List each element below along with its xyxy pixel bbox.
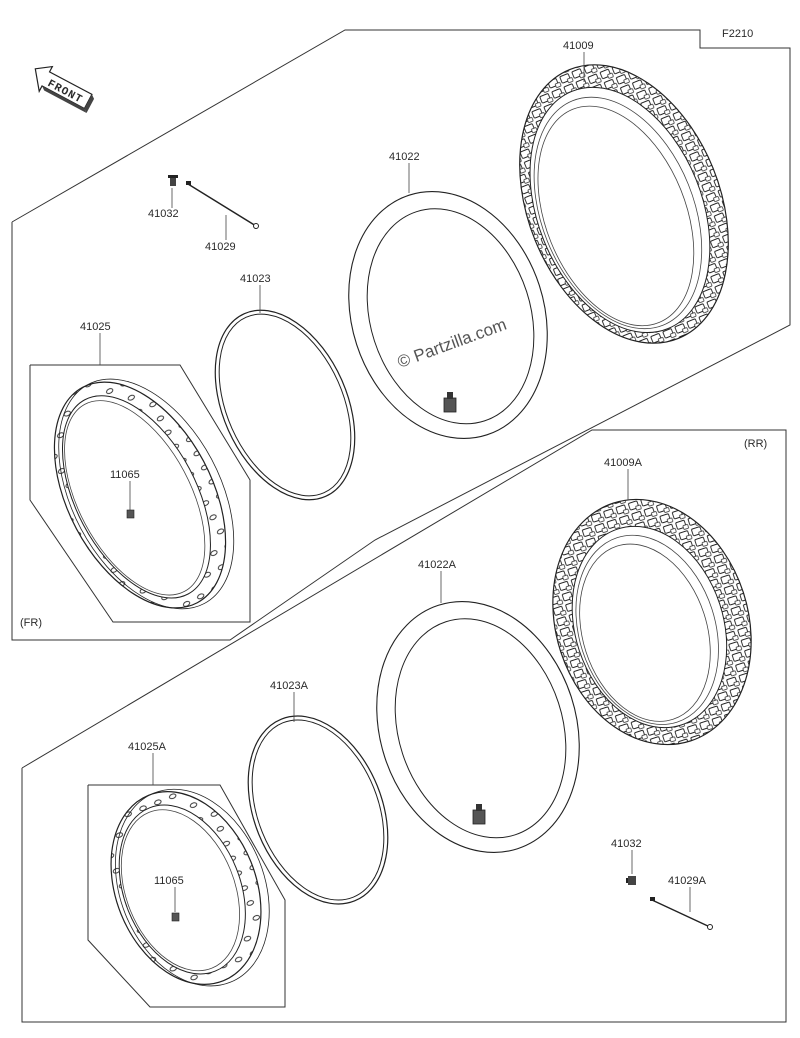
part-label-41022A[interactable]: 41022A <box>418 559 457 571</box>
rear-spoke-icon <box>650 897 713 930</box>
part-label-41032-front[interactable]: 41032 <box>148 208 179 220</box>
rear-panel-outline <box>21 429 787 1023</box>
part-label-41023A[interactable]: 41023A <box>270 680 309 692</box>
rear-nipple-icon <box>171 912 180 922</box>
part-label-11065-rear[interactable]: 11065 <box>154 875 184 887</box>
part-label-41029-front[interactable]: 41029 <box>205 241 236 253</box>
part-label-41022[interactable]: 41022 <box>389 151 420 163</box>
front-valve-icon <box>168 175 178 186</box>
front-tube-valve-icon <box>443 392 457 413</box>
rear-tube[interactable] <box>345 575 611 879</box>
rear-rim[interactable] <box>84 766 298 1011</box>
part-label-11065-front[interactable]: 11065 <box>110 469 140 481</box>
front-panel-outline <box>11 29 791 641</box>
front-arrow-icon: FRONT <box>34 65 95 114</box>
rear-rim-band[interactable] <box>222 695 414 925</box>
part-label-41025[interactable]: 41025 <box>80 321 111 333</box>
front-nipple-icon <box>126 509 135 519</box>
part-label-41025A[interactable]: 41025A <box>128 741 167 753</box>
front-tube[interactable] <box>318 166 578 465</box>
rear-section-tag: (RR) <box>744 438 767 450</box>
diagram-code: F2210 <box>722 28 753 40</box>
front-rim-panel <box>29 364 251 623</box>
front-spoke-icon <box>186 181 259 229</box>
rear-valve-icon <box>626 876 636 885</box>
part-label-41023[interactable]: 41023 <box>240 273 271 285</box>
part-label-41032-rear[interactable]: 41032 <box>611 838 642 850</box>
front-tire[interactable] <box>481 34 768 375</box>
rear-tube-valve-icon <box>472 804 486 825</box>
front-rim[interactable] <box>19 350 270 640</box>
part-label-41009A[interactable]: 41009A <box>604 457 643 469</box>
part-label-41009[interactable]: 41009 <box>563 40 594 52</box>
part-label-41029A[interactable]: 41029A <box>668 875 707 887</box>
front-section-tag: (FR) <box>20 617 42 629</box>
rear-rim-panel <box>87 784 286 1008</box>
rear-tire[interactable] <box>522 473 782 770</box>
